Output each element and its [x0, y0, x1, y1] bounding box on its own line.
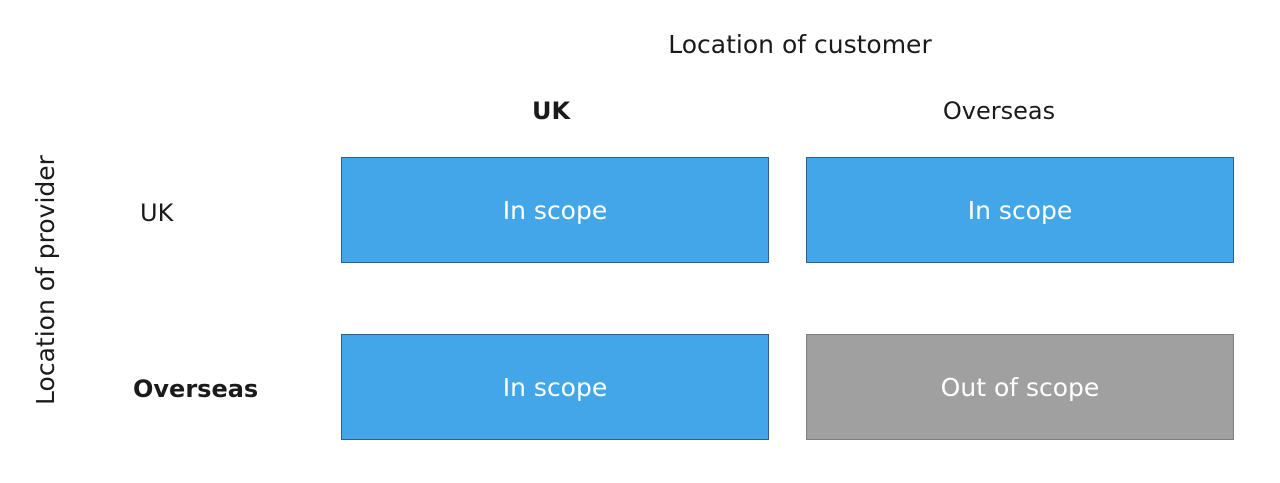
cell-overseas-provider-overseas-customer: Out of scope [806, 334, 1234, 440]
customer-location-title: Location of customer [668, 30, 932, 59]
row-header-overseas: Overseas [133, 375, 259, 403]
provider-location-title: Location of provider [31, 155, 60, 405]
cell-overseas-provider-uk-customer: In scope [341, 334, 769, 440]
row-header-uk: UK [140, 199, 174, 227]
cell-uk-provider-overseas-customer: In scope [806, 157, 1234, 263]
cell-uk-provider-uk-customer: In scope [341, 157, 769, 263]
column-header-uk: UK [531, 97, 571, 125]
column-header-overseas: Overseas [942, 97, 1056, 125]
